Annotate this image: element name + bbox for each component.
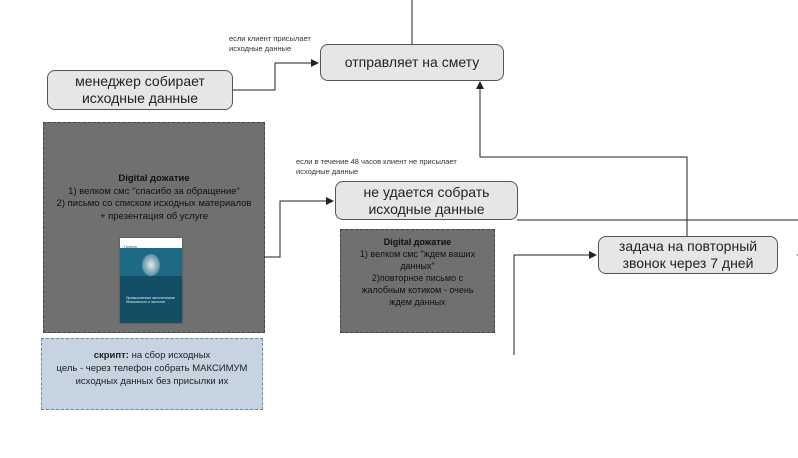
connector-manager-to-estimate xyxy=(232,59,319,91)
digital-box-reminder-line2: 2)повторное письмо с жалобным котиком - … xyxy=(361,273,474,307)
connector-callback-to-estimate xyxy=(476,81,688,238)
presentation-thumbnail[interactable]: Группа Промышленная экологическая безопа… xyxy=(120,238,182,323)
digital-box-reminder-line1: 1) велком смс "ждем ваших данных" xyxy=(359,249,476,271)
node-sends-estimate[interactable]: отправляет на смету xyxy=(320,44,504,81)
note-no-data-48h: если в течение 48 часов клиент не присыл… xyxy=(296,157,457,176)
thumbnail-logo: Группа xyxy=(124,244,137,249)
script-box-first-line: скрипт: на сбор исходных xyxy=(50,349,254,362)
connector-into-callback xyxy=(513,251,597,355)
digital-box-welcome: Digital дожатие 1) велком смс "спасибо з… xyxy=(43,122,265,333)
digital-box-welcome-line1: 1) велком смс "спасибо за обращение" xyxy=(68,185,240,197)
script-text2: цель - через телефон собрать МАКСИМУМ ис… xyxy=(56,363,248,387)
digital-box-reminder: Digital дожатие 1) велком смс "ждем ваши… xyxy=(340,229,495,333)
digital-box-welcome-line2: 2) письмо со списком исходных материалов… xyxy=(56,198,252,222)
node-callback-task-label: задача на повторный звонок через 7 дней xyxy=(618,238,758,271)
note-client-sends: если клиент присылает исходные данные xyxy=(229,34,311,53)
thumbnail-title: Промышленная экологическая безопасность … xyxy=(126,296,175,305)
script-box: скрипт: на сбор исходных цель - через те… xyxy=(41,338,263,410)
node-sends-estimate-label: отправляет на смету xyxy=(344,54,480,70)
node-manager-collects-label: менеджер собирает исходные данные xyxy=(75,73,205,106)
digital-box-reminder-title: Digital дожатие xyxy=(383,237,452,247)
node-cannot-collect[interactable]: не удается собрать исходные данные xyxy=(335,181,518,220)
script-label: скрипт: xyxy=(93,350,129,361)
smoke-image xyxy=(142,254,160,276)
node-callback-task[interactable]: задача на повторный звонок через 7 дней xyxy=(598,236,778,274)
script-text1: на сбор исходных xyxy=(128,350,211,361)
digital-box-welcome-title: Digital дожатие xyxy=(118,173,190,184)
node-manager-collects[interactable]: менеджер собирает исходные данные xyxy=(47,70,233,110)
node-cannot-collect-label: не удается собрать исходные данные xyxy=(363,183,490,217)
